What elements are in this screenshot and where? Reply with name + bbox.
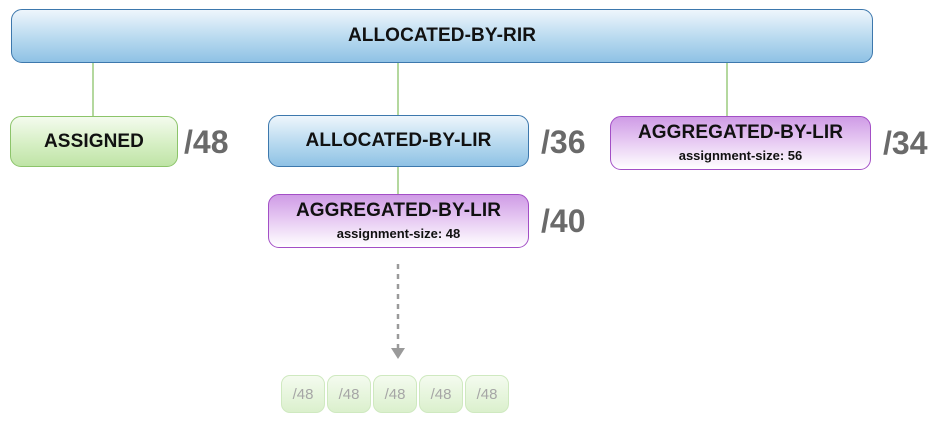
child-assignment-box: /48 — [465, 375, 509, 413]
node-allocated-by-rir: ALLOCATED-BY-RIR — [11, 9, 873, 63]
node-allocated-by-lir: ALLOCATED-BY-LIR — [268, 115, 529, 167]
child-assignment-box: /48 — [373, 375, 417, 413]
prefix-aggregated-child: /40 — [541, 203, 586, 239]
child-assignment-box: /48 — [281, 375, 325, 413]
prefix-allocated-by-lir: /36 — [541, 124, 586, 160]
node-aggregated-right-label: AGGREGATED-BY-LIR — [637, 122, 844, 143]
child-assignment-box: /48 — [419, 375, 463, 413]
node-allocated-by-lir-label: ALLOCATED-BY-LIR — [305, 130, 492, 151]
node-aggregated-by-lir-right: AGGREGATED-BY-LIR assignment-size: 56 — [610, 116, 871, 170]
node-aggregated-by-lir-child: AGGREGATED-BY-LIR assignment-size: 48 — [268, 194, 529, 248]
child-assignment-box: /48 — [327, 375, 371, 413]
node-aggregated-child-label: AGGREGATED-BY-LIR — [295, 200, 502, 221]
prefix-aggregated-right: /34 — [883, 125, 928, 161]
node-allocated-by-rir-label: ALLOCATED-BY-RIR — [347, 25, 537, 46]
node-aggregated-right-sub: assignment-size: 56 — [678, 148, 803, 163]
arrow-head-icon — [391, 348, 405, 359]
child-assignments-row: /48 /48 /48 /48 /48 — [281, 375, 509, 413]
node-assigned: ASSIGNED — [10, 116, 178, 167]
node-aggregated-child-sub: assignment-size: 48 — [336, 226, 461, 241]
prefix-assigned: /48 — [184, 124, 229, 160]
node-assigned-label: ASSIGNED — [43, 130, 145, 152]
